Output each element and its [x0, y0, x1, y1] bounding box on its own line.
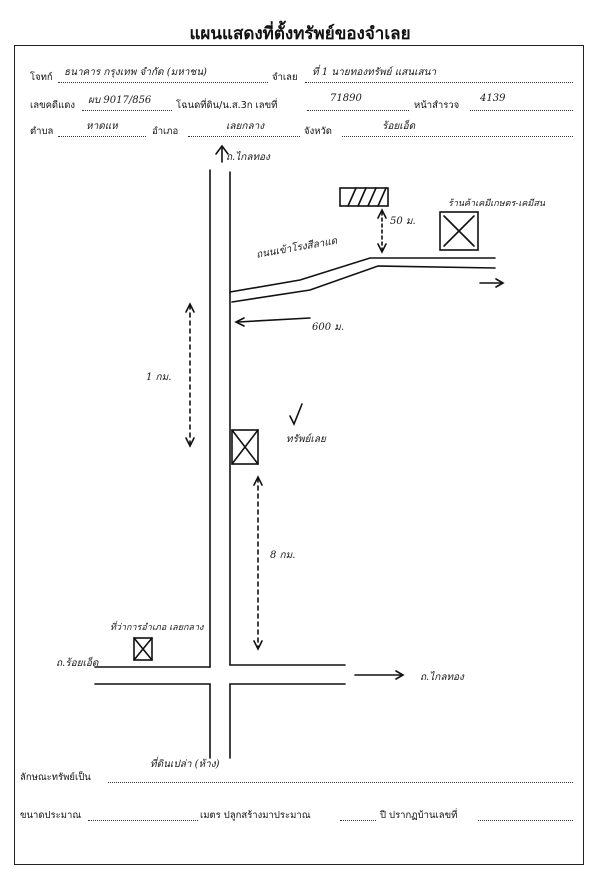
province-value: ร้อยเอ็ด [382, 121, 416, 132]
subdistrict-label: ตำบล [30, 126, 54, 137]
province-dotline [342, 136, 573, 137]
survey-dotline [470, 110, 573, 111]
redcase-label: เลขคดีแดง [30, 100, 76, 111]
upper-distance-head-bottom [185, 437, 195, 448]
right-road-arrow-head [395, 670, 405, 680]
north-road-label: ถ.ไกลทอง [226, 152, 270, 163]
property-type-value: ที่ดินเปล่า (ห้าง) [150, 759, 220, 770]
subdistrict-dotline [58, 136, 146, 137]
lower-distance-label: 8 กม. [270, 550, 296, 561]
size-label: ขนาดประมาณ [20, 810, 82, 821]
right-road-label: ถ.ไกลทอง [420, 672, 464, 683]
landmark-right-distance: 50 ม. [390, 216, 416, 227]
property-type-dotline [108, 782, 573, 783]
subdistrict-value: หาดแห [86, 121, 118, 132]
district-dotline [188, 136, 300, 137]
size-unit-label: เมตร ปลูกสร้างมาประมาณ [200, 810, 311, 821]
defendant-value: ที่ 1 นายทองทรัพย์ แสนเสนา [312, 67, 437, 78]
deed-dotline [307, 110, 409, 111]
deed-label: โฉนดที่ดิน/น.ส.3ก เลขที่ [176, 100, 278, 111]
hatched-building [339, 187, 389, 207]
property-type-label: ลักษณะทรัพย์เป็น [20, 772, 91, 783]
landmark-distance-head-bottom [377, 243, 387, 254]
branch-distance-arrow-head [234, 317, 245, 327]
survey-value: 4139 [480, 93, 506, 104]
house-number-dotline [478, 820, 573, 821]
deed-value: 71890 [330, 93, 362, 104]
bottom-landmark-marker [133, 637, 153, 661]
landmark-right-label: ร้านค้าเคมีเกษตร-เคมีสน [448, 199, 545, 209]
north-arrow-head [215, 144, 229, 155]
redcase-value: ผบ 9017/856 [88, 95, 152, 106]
property-marker [231, 429, 259, 465]
property-tick [289, 403, 303, 426]
landmark-distance-head-top [377, 208, 387, 219]
plaintiff-dotline [58, 82, 268, 83]
plaintiff-value: ธนาคาร กรุงเทพ จำกัด (มหาชน) [64, 67, 207, 78]
lower-distance-head-bottom [253, 640, 263, 651]
built-years-dotline [340, 820, 376, 821]
page-title: แผนแสดงที่ตั้งทรัพย์ของจำเลย [189, 24, 411, 44]
district-label: อำเภอ [152, 126, 179, 137]
branch-right-arrow-head [495, 278, 505, 288]
upper-distance-head-top [185, 302, 195, 313]
branch-road-upper [229, 257, 496, 293]
plaintiff-label: โจทก์ [30, 72, 53, 83]
branch-distance-label: 600 ม. [312, 322, 345, 333]
defendant-label: จำเลย [272, 72, 298, 83]
branch-distance-arrow [237, 317, 311, 323]
upper-distance-label: 1 กม. [146, 372, 172, 383]
landmark-right-marker [439, 211, 479, 251]
size-dotline [88, 820, 198, 821]
district-value: เลยกลาง [226, 121, 265, 132]
bottom-landmark-label: ที่ว่าการอำเภอ เลยกลาง [110, 623, 204, 633]
redcase-dotline [82, 110, 172, 111]
form-frame [14, 45, 584, 865]
lower-distance-head-top [253, 475, 263, 486]
left-road-label: ถ.ร้อยเอ็ด [56, 658, 99, 669]
defendant-dotline [305, 82, 573, 83]
province-label: จังหวัด [304, 126, 332, 137]
property-label: ทรัพย์เลย [286, 434, 326, 445]
year-label: ปี ปรากฏบ้านเลขที่ [380, 810, 458, 821]
survey-label: หน้าสำรวจ [414, 100, 460, 111]
branch-road-lower [231, 265, 496, 303]
